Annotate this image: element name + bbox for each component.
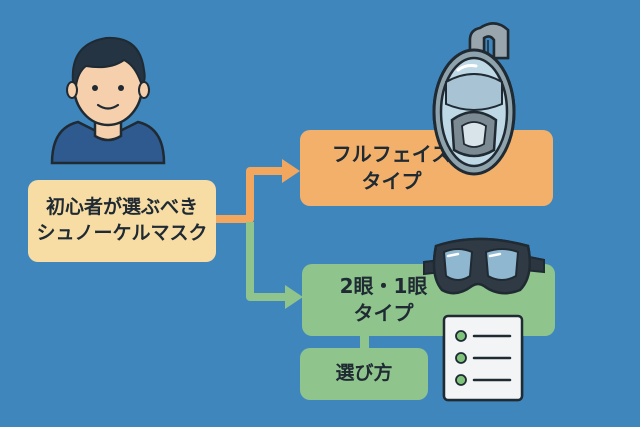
node-full-face-type: フルフェイス タイプ — [300, 130, 553, 206]
node-full-face-line1: フルフェイス — [331, 142, 452, 166]
arrow-to-full-face — [214, 159, 300, 223]
node-twin-lens-line1: 2眼・1眼 — [339, 274, 428, 298]
node-full-face-line2: タイプ — [361, 169, 422, 193]
person-icon — [50, 36, 166, 165]
node-twin-lens-line2: タイプ — [353, 301, 414, 325]
node-beginner-line2: シュノーケルマスク — [36, 222, 208, 244]
arrow-to-twin-lens — [246, 222, 303, 309]
node-how-to-choose-label: 選び方 — [335, 362, 393, 385]
link-to-how-to-choose — [360, 334, 369, 352]
node-beginner-snorkel-mask: 初心者が選ぶべき シュノーケルマスク — [28, 180, 216, 262]
node-how-to-choose: 選び方 — [300, 348, 428, 400]
node-twin-lens-type: 2眼・1眼 タイプ — [302, 264, 555, 336]
node-beginner-line1: 初心者が選ぶべき — [45, 196, 198, 219]
